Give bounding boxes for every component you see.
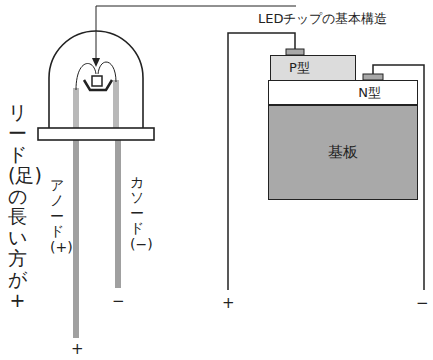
anode-label: アノード(+)	[50, 178, 64, 255]
cathode-lead	[115, 140, 121, 288]
cathode-label: カソード(−)	[130, 175, 144, 252]
layer-label: N型	[358, 84, 381, 102]
anode-lead	[73, 140, 79, 338]
led-chip	[92, 76, 102, 86]
anode-sign: +	[71, 340, 84, 358]
inner-post	[113, 80, 119, 128]
plus-terminal: +	[222, 294, 235, 312]
chip-title: LEDチップの基本構造	[258, 10, 387, 28]
layer-label: P型	[289, 59, 310, 77]
bond-wire	[98, 62, 116, 82]
led-flange	[38, 128, 154, 140]
layer-label: 基板	[328, 143, 358, 162]
cathode-sign: −	[112, 292, 125, 310]
substrate: 基板	[268, 105, 418, 200]
inner-post	[73, 88, 79, 128]
minus-terminal: −	[416, 294, 429, 312]
pointer-head	[92, 58, 100, 67]
bond-wire	[76, 63, 96, 90]
n-layer: N型	[268, 80, 418, 105]
lead-note: リード(足)の長い方が+	[8, 102, 27, 311]
p-layer: P型	[270, 55, 356, 81]
